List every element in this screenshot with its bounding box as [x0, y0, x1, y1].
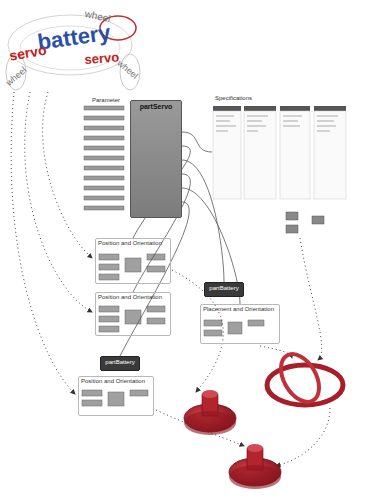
node-title: Position and Orientation: [96, 239, 170, 247]
wire: [182, 132, 212, 152]
node-title: partBattery: [101, 357, 139, 367]
component-box: partBattery: [100, 356, 140, 371]
node-title: Position and Orientation: [79, 377, 153, 385]
output-components: [286, 212, 324, 233]
part-label: servo: [8, 42, 48, 64]
node-title: Specifications: [213, 95, 347, 101]
red-parts: [184, 347, 343, 489]
wire: [182, 160, 224, 282]
part-cloud: [6, 15, 140, 90]
spec-panel: Specifications: [212, 94, 348, 202]
part-label: wheel: [4, 65, 28, 88]
part-label: Parameter: [92, 97, 120, 103]
part-label: wheel: [116, 58, 140, 81]
dotted-leader: [11, 92, 330, 466]
node-title: Position and Orientation: [96, 293, 170, 301]
component-ports: [84, 106, 124, 210]
component-box: partBattery: [204, 282, 244, 297]
part-label: servo: [84, 50, 120, 67]
component-box: partServo: [130, 100, 182, 218]
node-title: partBattery: [205, 283, 243, 293]
group-box: Position and Orientation: [78, 376, 154, 416]
group-box: Position and Orientation: [95, 238, 171, 284]
node-title: Placement and Orientation: [201, 305, 279, 313]
group-box: Position and Orientation: [95, 292, 171, 336]
spec-table: [213, 106, 346, 199]
group-box: Placement and Orientation: [200, 304, 280, 344]
wire: [120, 202, 189, 356]
node-title: partServo: [131, 101, 181, 110]
